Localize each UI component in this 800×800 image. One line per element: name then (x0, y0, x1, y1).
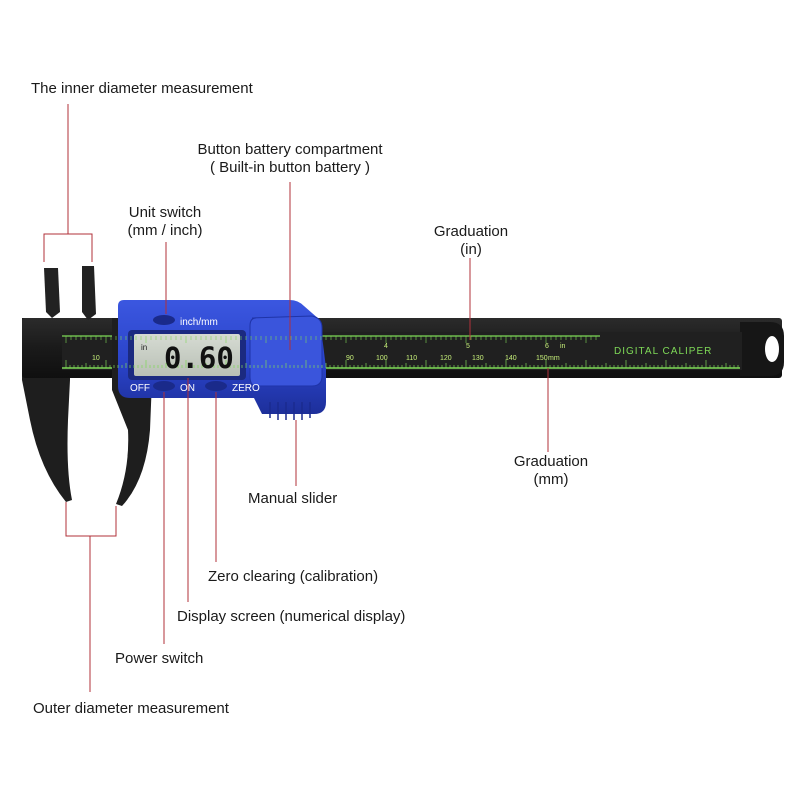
unit-switch-button-shape (153, 315, 175, 325)
label-zero-clearing: Zero clearing (calibration) (208, 568, 379, 585)
label-graduation-in: Graduation (in) (420, 223, 522, 259)
label-unit-switch: Unit switch (mm / inch) (118, 204, 212, 240)
label-display-screen: Display screen (numerical display) (177, 608, 406, 625)
fixed-inner-jaw (44, 268, 60, 318)
label-unit-switch-line2: (mm / inch) (127, 222, 203, 239)
power-button-shape (153, 381, 175, 391)
label-battery-compartment: Button battery compartment ( Built-in bu… (186, 141, 394, 177)
hang-hole (765, 336, 779, 362)
leader-lines (43, 104, 549, 692)
sliding-inner-jaw (82, 266, 96, 320)
label-power-switch: Power switch (115, 650, 204, 667)
label-graduation-in-line1: Graduation (433, 223, 509, 240)
label-battery-line1: Button battery compartment (197, 141, 383, 158)
label-inner-diameter: The inner diameter measurement (31, 80, 253, 97)
tick-marks (65, 336, 739, 368)
label-outer-diameter: Outer diameter measurement (33, 700, 229, 717)
lcd-screen (134, 334, 240, 376)
zero-button-shape (205, 381, 227, 391)
battery-compartment (249, 315, 323, 387)
label-graduation-in-line2: (in) (460, 241, 482, 258)
thumb-grip (269, 402, 311, 420)
label-graduation-mm-line2: (mm) (533, 471, 569, 488)
label-manual-slider: Manual slider (248, 490, 338, 507)
label-graduation-mm-line1: Graduation (513, 453, 589, 470)
label-battery-line2: ( Built-in button battery ) (209, 159, 371, 176)
label-graduation-mm: Graduation (mm) (500, 453, 602, 489)
label-unit-switch-line1: Unit switch (128, 204, 202, 221)
beam-end (740, 322, 784, 376)
